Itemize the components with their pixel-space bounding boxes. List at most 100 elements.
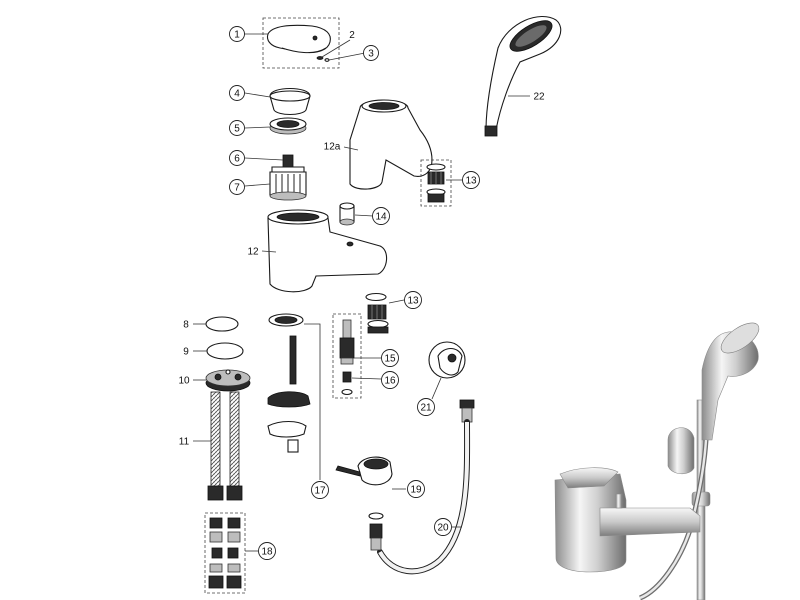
leader-5: [244, 126, 271, 129]
leader-14: [354, 214, 374, 217]
fixing-kit: [267, 313, 311, 453]
shower-hose: [368, 399, 475, 575]
callout-circle-16: [381, 371, 399, 389]
leader-3: [328, 52, 366, 61]
callout-12: 12: [247, 247, 259, 258]
mixer-body-12a: [349, 99, 433, 190]
hand-shower: [484, 15, 562, 137]
callout-14: 14: [375, 212, 387, 223]
photo-spout: [599, 507, 701, 537]
callout-circle-6: [229, 150, 245, 166]
callout-5: 5: [234, 124, 240, 135]
diverter-box: [332, 313, 362, 399]
callout-3: 3: [368, 49, 374, 60]
shower-hook: [667, 427, 695, 475]
photo-diverter: [615, 493, 623, 509]
photo-mixer-body: [554, 473, 627, 573]
diverter-knob: [342, 371, 352, 383]
hand-shower-body: [485, 15, 562, 131]
callout-circle-5: [229, 120, 245, 136]
diverter-group: [332, 313, 362, 399]
photo-hand-shower: [701, 331, 759, 441]
cartridge-spindle: [282, 154, 294, 168]
cap-part: [324, 58, 330, 62]
callout-17: 17: [314, 486, 326, 497]
callout-16: 16: [384, 376, 396, 387]
photo-lever: [559, 467, 619, 489]
callout-21: 21: [420, 403, 432, 414]
callout-12a: 12a: [324, 142, 341, 153]
product-photo: [554, 322, 760, 600]
mixer-body-12a-opening: [368, 102, 400, 110]
leader-13-middle: [388, 299, 405, 304]
leader-21: [431, 377, 442, 400]
callout-circle-17: [311, 481, 329, 499]
fixing-plate: [267, 391, 311, 408]
leader-2: [321, 39, 351, 58]
callout-13-middle: 13: [407, 296, 419, 307]
callout-4: 4: [234, 89, 240, 100]
lever-handle-group: [262, 17, 340, 69]
callout-9: 9: [183, 347, 189, 358]
callout-19: 19: [410, 485, 422, 496]
threaded-rod: [289, 335, 297, 385]
callout-7: 7: [234, 183, 240, 194]
fixing-washer: [267, 420, 307, 438]
callout-circle-20: [434, 518, 452, 536]
callout-circle-15: [381, 349, 399, 367]
leader-17: [304, 323, 321, 480]
mixer-body-12-hole: [346, 241, 354, 247]
leader-12: [261, 250, 277, 253]
cartridge-group: [269, 154, 307, 201]
callout-circle-3: [363, 45, 379, 61]
fittings-set: [204, 512, 246, 594]
mixer-body-12: [267, 209, 388, 293]
callout-circle-7: [229, 179, 245, 195]
fittings-box: [204, 512, 246, 594]
callout-circle-14: [372, 207, 390, 225]
callout-2: 2: [349, 30, 355, 41]
callout-10: 10: [178, 376, 190, 387]
fixing-nut: [287, 439, 299, 453]
aerator-box-top: [420, 159, 452, 207]
cartridge-base: [269, 191, 307, 201]
leader-12a: [343, 146, 359, 151]
callout-circle-13-middle: [404, 291, 422, 309]
callout-circle-1: [229, 26, 245, 42]
callout-1: 1: [234, 30, 240, 41]
lever-handle: [266, 24, 331, 54]
grub-screw-part: [316, 56, 324, 60]
aerator-set-top: [420, 159, 452, 207]
leader-4: [244, 92, 271, 98]
callout-20: 20: [437, 523, 449, 534]
cartridge-top: [271, 166, 305, 173]
retaining-nut-hole: [276, 120, 300, 128]
callout-circle-18: [258, 542, 276, 560]
callout-8: 8: [183, 320, 189, 331]
wall-bracket: [428, 341, 466, 379]
flexible-hoses: [207, 391, 243, 501]
washer-9: [206, 342, 244, 360]
callout-22: 22: [533, 92, 545, 103]
mixer-body-12-opening: [276, 212, 320, 222]
leader-7: [244, 183, 271, 187]
lever-screw-hole: [312, 35, 318, 41]
diverter-handle: [335, 456, 393, 486]
callout-circle-13-top: [462, 171, 480, 189]
mixer-body-12a-shape: [349, 100, 433, 190]
photo-spray-face: [720, 322, 760, 354]
diverter-pin: [335, 465, 361, 477]
mounting-bolt: [339, 202, 355, 226]
callout-18: 18: [261, 547, 273, 558]
callouts: 1 2 3 4 5 6 7 8 9 10 11 12 12a 13 13 14 …: [178, 26, 545, 560]
lever-group-box: [262, 17, 340, 69]
callout-13-top: 13: [465, 176, 477, 187]
washer-8: [205, 316, 239, 332]
cartridge-cover-top: [269, 90, 311, 102]
callout-15: 15: [384, 354, 396, 365]
leader-16: [351, 377, 382, 380]
callout-circle-21: [417, 398, 435, 416]
callout-circle-4: [229, 85, 245, 101]
aerator-set-middle: [365, 292, 389, 334]
